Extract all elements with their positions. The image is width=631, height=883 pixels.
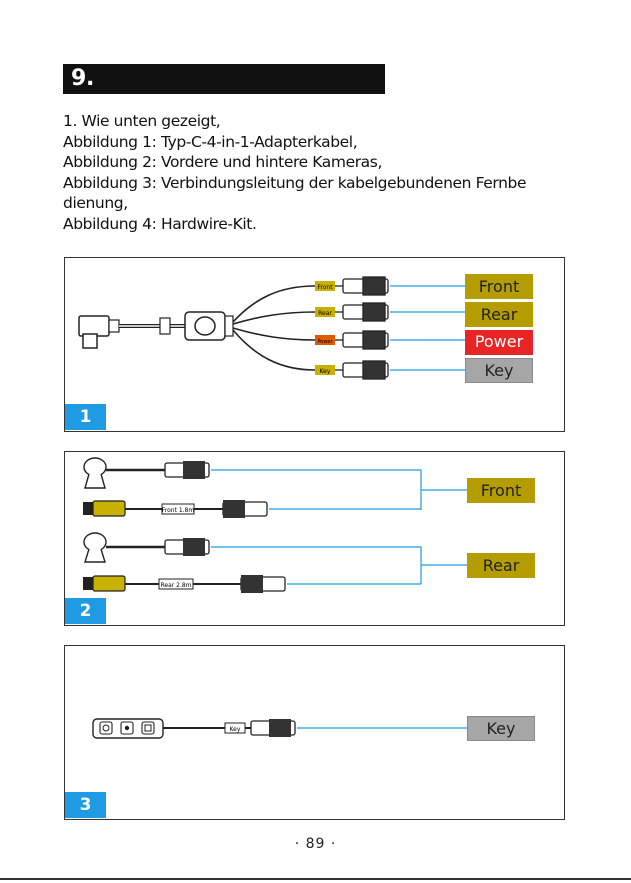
remote-control-cable-illustration: Key bbox=[92, 718, 467, 739]
tag-front: Front bbox=[317, 284, 333, 291]
figure-3-panel: Key Key 3 bbox=[64, 645, 565, 820]
figure-2-panel: Front 1.8m Rear 2.8m Front Rear 2 bbox=[64, 451, 565, 626]
tag-key: Key bbox=[320, 368, 331, 375]
tag-power: Power bbox=[317, 339, 333, 345]
camera-cables-illustration: Front 1.8m Rear 2.8m bbox=[83, 457, 467, 593]
figure-number: 1 bbox=[65, 404, 106, 430]
label-rear: Rear bbox=[467, 553, 535, 578]
label-key: Key bbox=[467, 716, 535, 741]
tag-front-extension: Front 1.8m bbox=[162, 507, 195, 514]
intro-text: 1. Wie unten gezeigt, Abbildung 1: Typ-C… bbox=[63, 111, 563, 234]
label-rear: Rear bbox=[465, 302, 533, 327]
page-number: · 89 · bbox=[294, 836, 337, 852]
section-title: 9. Verkabelungsanleitungen bbox=[63, 64, 385, 121]
tag-rear: Rear bbox=[318, 310, 332, 317]
figure-number: 3 bbox=[65, 792, 106, 818]
tag-rear-extension: Rear 2.8m bbox=[160, 582, 191, 589]
intro-line: dienung, bbox=[63, 194, 128, 212]
intro-line: 1. Wie unten gezeigt, bbox=[63, 112, 221, 130]
figure-1-panel: Front Rear Power Key Front Rear Power Ke… bbox=[64, 257, 565, 432]
label-key: Key bbox=[465, 358, 533, 383]
label-front: Front bbox=[467, 478, 535, 503]
intro-line: Abbildung 4: Hardwire-Kit. bbox=[63, 214, 257, 233]
tag-key: Key bbox=[230, 726, 241, 733]
label-power: Power bbox=[465, 330, 533, 355]
intro-line: Abbildung 3: Verbindungsleitung der kabe… bbox=[63, 173, 527, 192]
intro-line: Abbildung 1: Typ-C-4-in-1-Adapterkabel, bbox=[63, 132, 358, 151]
figure-number: 2 bbox=[65, 598, 106, 624]
label-front: Front bbox=[465, 274, 533, 299]
intro-line: Abbildung 2: Vordere und hintere Kameras… bbox=[63, 153, 382, 171]
adapter-cable-illustration: Front Rear Power Key bbox=[78, 276, 465, 380]
bottom-divider bbox=[0, 878, 631, 880]
